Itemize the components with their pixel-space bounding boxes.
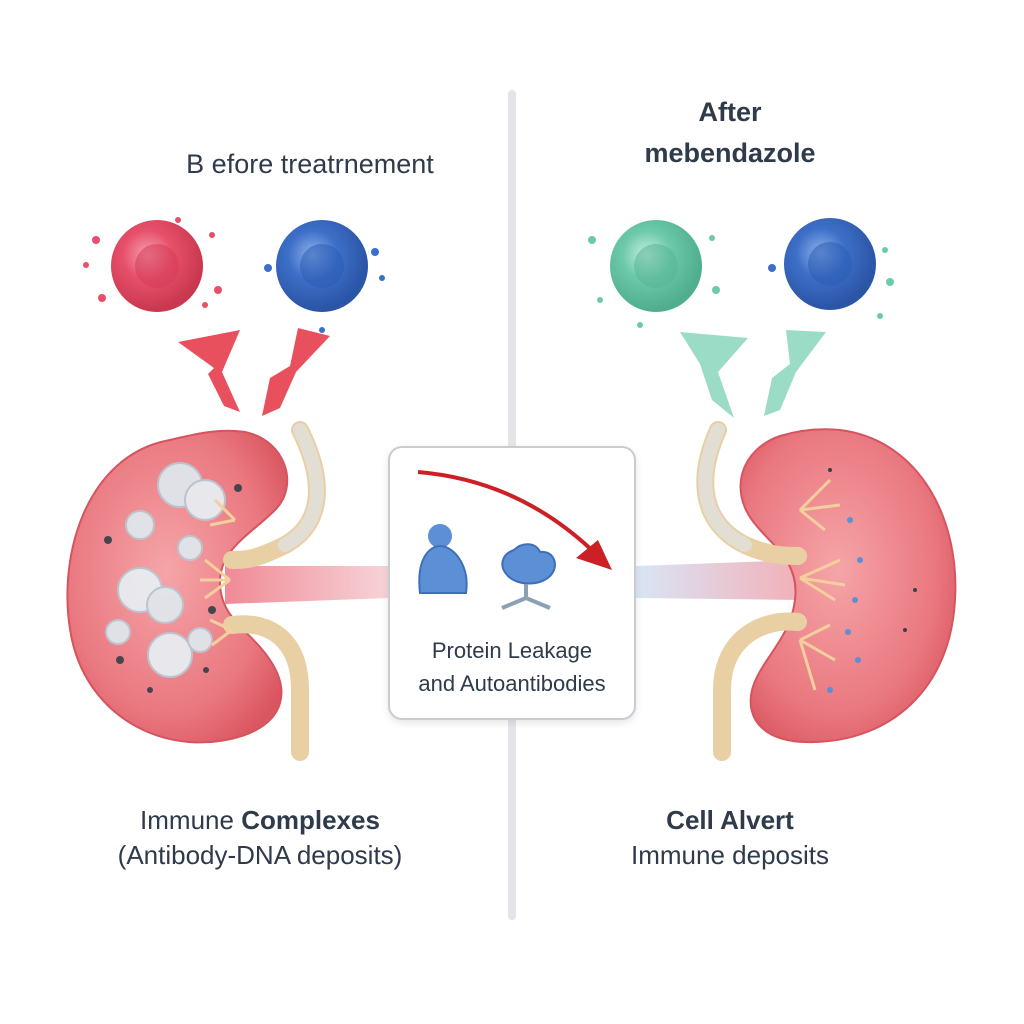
center-label-line2: and Autoantibodies [418, 671, 606, 696]
left-caption: Immune Complexes (Antibody-DNA deposits) [60, 803, 460, 873]
autoantibody-icon [501, 543, 556, 610]
curved-arrow-head [576, 540, 612, 570]
teal-immune-cell [588, 220, 720, 328]
after-title-line1: After [698, 97, 762, 127]
left-pipe-to-box [225, 566, 390, 604]
immune-complex-deposits [104, 462, 242, 693]
right-pipe-to-box [636, 560, 800, 600]
right-kidney [739, 428, 957, 744]
blue-immune-cell-right [768, 218, 894, 319]
curved-arrow [417, 470, 602, 560]
left-kidney-fibers [200, 498, 237, 647]
pink-immune-cell [83, 217, 222, 312]
after-title-line2: mebendazole [644, 137, 816, 168]
left-kidney [66, 429, 289, 744]
red-arrow-left [178, 330, 240, 412]
right-caption: Cell Alvert Immune deposits [580, 803, 880, 873]
right-kidney-fibers [798, 478, 846, 691]
left-caption-line2: (Antibody-DNA deposits) [117, 840, 403, 871]
red-arrow-right [262, 328, 330, 416]
before-title-text: B efore treatrnement [186, 149, 434, 179]
blue-immune-cell-left [264, 220, 385, 333]
center-label-line1: Protein Leakage [431, 638, 593, 663]
protein-icon [418, 524, 468, 594]
protein-leakage-box: Protein Leakage and Autoantibodies [388, 446, 636, 720]
right-kidney-deposits [827, 468, 917, 693]
right-ureter-lower [713, 612, 807, 761]
center-label: Protein Leakage and Autoantibodies [390, 634, 634, 700]
after-mebendazole-title: After mebendazole [560, 92, 900, 173]
left-ureter-lower [223, 615, 309, 761]
teal-arrow-right [764, 330, 826, 416]
right-caption-line2: Immune deposits [631, 840, 829, 871]
teal-arrow-left [680, 332, 748, 418]
left-caption-line1: Immune Complexes [140, 805, 380, 835]
right-caption-line1: Cell Alvert [666, 805, 794, 835]
before-treatment-title: B efore treatrnement [110, 146, 510, 182]
center-box-art [417, 470, 612, 610]
